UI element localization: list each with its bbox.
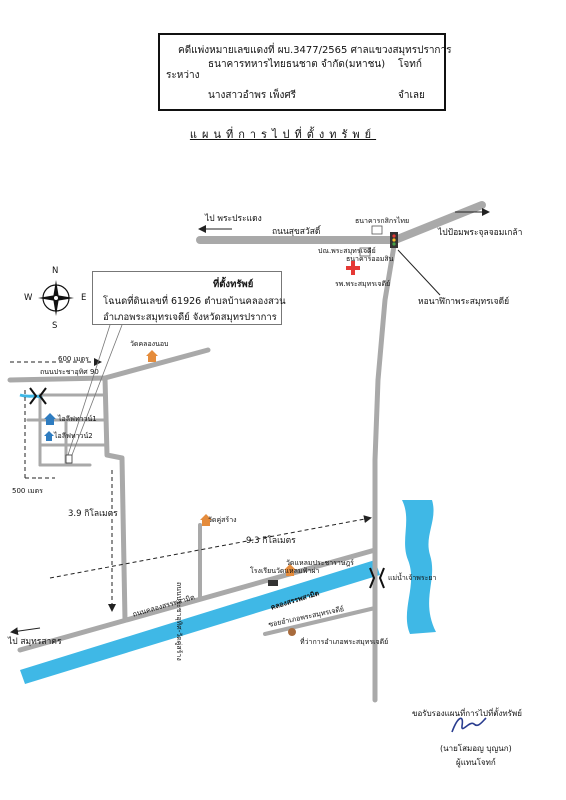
label-to-phra-pradaeng: ไป พระประแดง [205,214,262,224]
label-district-office: ที่ว่าการอำเภอพระสมุทรเจดีย์ [300,638,389,646]
signature-mark [451,717,487,733]
label-gsb: ธนาคารออมสิน [346,255,394,263]
label-wat-khu-sang: วัดคู่สร้าง [208,516,237,524]
signer-name: (นายโสมอญ บุญนก) [440,744,512,753]
plaintiff-name: ธนาคารทหารไทยธนชาต จำกัด(มหาชน) [208,59,386,70]
case-number: คดีแพ่งหมายเลขแดงที่ ผบ.3477/2565 ศาลแขว… [178,45,452,56]
bridge-icon [29,387,385,589]
kasikorn-bank-icon [371,225,383,235]
label-kasikorn: ธนาคารกสิกรไทย [355,217,410,225]
road-soi-down [102,375,128,623]
compass-e: E [81,293,87,303]
road-district-soi [263,606,377,636]
label-chao-phraya: แม่น้ำเจ้าพระยา [388,574,437,582]
label-500m: 500 เมตร [12,487,43,495]
label-9-3km: 9.3 กิโลเมตร [246,536,296,546]
label-3-9km: 3.9 กิโลเมตร [68,509,118,519]
property-marker [65,454,73,464]
label-to-samut-sakhon: ไป สมุทรสาคร [8,637,62,647]
label-village2: ไอลีฟทาวน์2 [54,432,93,440]
road-sapphasamit [17,547,378,653]
traffic-light-icon [390,232,398,248]
temple-icon [146,350,296,576]
school-icon [268,580,278,586]
arrow-9-3km [49,515,372,579]
label-wat-khlong-bon: วัดคลองนอบ [130,340,169,348]
defendant-name: นางสาวอำพร เพ็งศรี [208,90,297,101]
plaintiff-role: โจทก์ [398,59,422,70]
compass-rose-icon [38,280,74,316]
label-village1: ไอลีฟทาวน์1 [58,415,97,423]
label-wat-laem: วัดแหลมประชาราษฎร์ [286,559,354,567]
post-office-icon [359,247,371,257]
canal [20,560,380,684]
property-heading: ที่ตั้งทรัพย์ [213,279,254,290]
house-icon [44,413,56,441]
property-line2: อำเภอพระสมุทรเจดีย์ จังหวัดสมุทรปราการ [103,312,277,323]
chao-phraya-river [402,500,436,634]
label-soi-90: ถนนประชาอุทิศ 90 [40,368,99,376]
compass-n: N [52,266,59,276]
village-pond [19,393,43,400]
defendant-role: จำเลย [398,90,425,101]
label-600m: 600 เมตร [58,355,89,363]
compass-w: W [24,293,33,303]
callout-leader-2 [71,324,123,456]
label-to-fort: ไปป้อมพระจุลจอมเกล้า [438,228,523,238]
label-hospital: รพ.พระสมุทรเจดีย์ [335,280,391,288]
clock-tower-leader [397,249,441,296]
label-road-vertical: ถนนประชาอุทิศ-วัดคู่สร้าง [175,582,183,661]
map-title: แผนที่การไปที่ตั้งทรัพย์ [189,128,377,141]
road-main-south [372,237,398,703]
signer-role: ผู้แทนโจทก์ [456,758,496,767]
compass-s: S [52,321,58,331]
label-post-office: ปณ.พระสมุทรเจดีย์ [318,247,376,255]
label-suksawat: ถนนสุขสวัสดิ์ [272,227,321,237]
office-icon [288,628,296,636]
label-clock-tower: หอนาฬิกาพระสมุทรเจดีย์ [418,297,510,307]
road-to-fort [391,201,486,244]
callout-leader-1 [67,324,111,456]
property-callout: ที่ตั้งทรัพย์ โฉนดที่ดินเลขที่ 61926 ตำบ… [92,271,286,325]
label-school: โรงเรียนวัดแหลมฟ้าผ่า [250,567,320,575]
hospital-icon [346,261,360,275]
case-info-box: คดีแพ่งหมายเลขแดงที่ ผบ.3477/2565 ศาลแขว… [158,33,451,111]
certify-text: ขอรับรองแผนที่การไปที่ตั้งทรัพย์ [412,709,522,718]
property-line1: โฉนดที่ดินเลขที่ 61926 ตำบลบ้านคลองสวน [103,296,286,307]
arrow-samut-sakhon [10,627,41,636]
between-label: ระหว่าง [166,70,200,81]
